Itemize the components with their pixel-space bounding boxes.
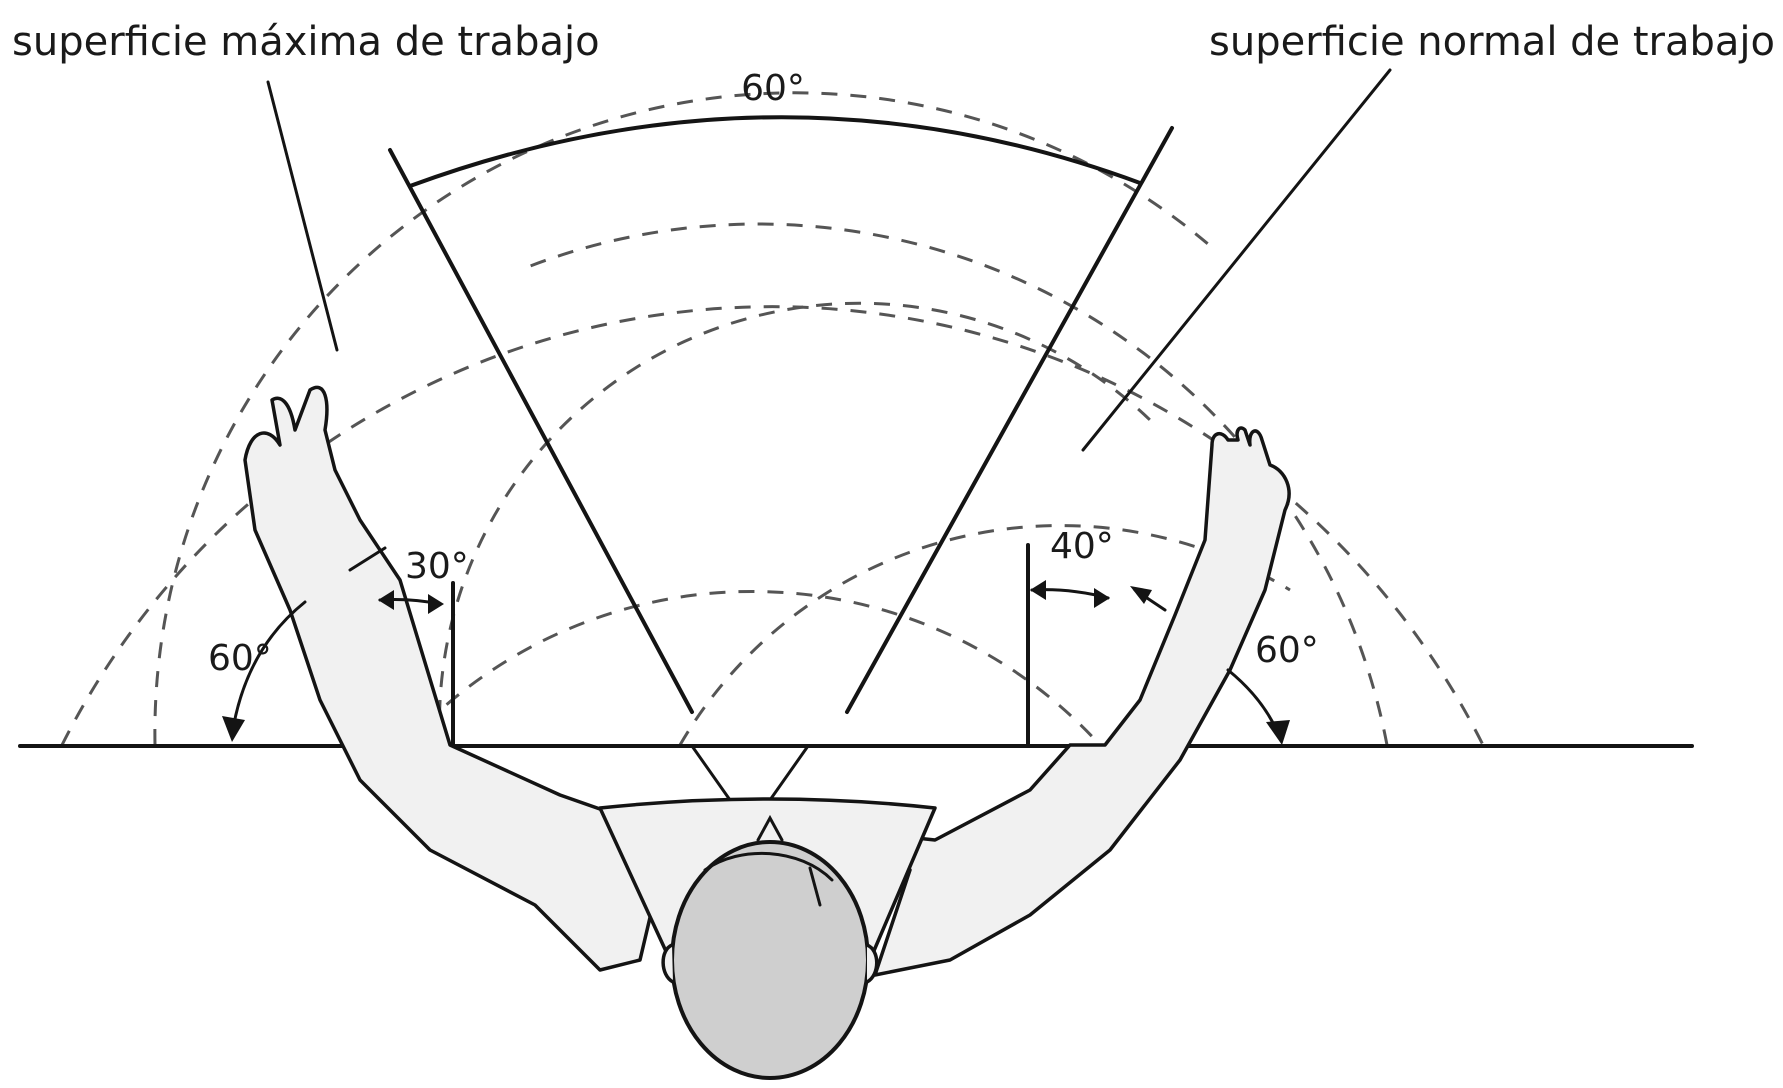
right-inner-arrowhead-b [1094, 588, 1110, 608]
label-right-outer-angle: 60° [1255, 630, 1319, 671]
left-arm-tick [348, 546, 387, 572]
label-left-outer-angle: 60° [208, 638, 272, 679]
normal-reach-arc-center [437, 301, 1152, 746]
max-reach-arc-outer [60, 305, 1485, 746]
label-max-surface: superficie máxima de trabajo [12, 19, 600, 65]
left-outer-angle-arc [230, 600, 307, 737]
max-reach-arc-right [519, 222, 1389, 746]
right-arm [838, 426, 1291, 977]
label-normal-surface: superficie normal de trabajo [1209, 19, 1775, 65]
label-left-inner-angle: 30° [405, 546, 469, 587]
sector-line-right [845, 126, 1174, 714]
nose [756, 814, 784, 842]
sector-line-left [388, 148, 694, 714]
left-inner-arrowhead-b [428, 594, 444, 614]
hair-parting [703, 851, 834, 907]
right-inner-arrowhead-c [1130, 586, 1152, 604]
max-reach-arc-left [153, 91, 1216, 746]
normal-reach-arc-left [403, 589, 1102, 747]
forward-sector [388, 115, 1174, 802]
person [243, 385, 1291, 1080]
sector-arc [408, 115, 1142, 188]
right-inner-arrowhead-a [1030, 580, 1046, 600]
ear-left [661, 943, 675, 984]
leader-max-surface [266, 80, 339, 352]
sector-lines-below-table [690, 744, 810, 802]
reach-arcs [60, 91, 1485, 747]
leader-normal-surface [1081, 68, 1392, 452]
left-outer-arrowhead [222, 716, 245, 742]
right-outer-arrowhead [1266, 720, 1290, 745]
label-right-inner-angle: 40° [1050, 526, 1114, 567]
normal-reach-arc-right [678, 524, 1291, 746]
label-top-angle: 60° [741, 68, 805, 109]
ear-right [865, 943, 879, 984]
head [670, 840, 870, 1080]
angle-markers [222, 546, 1290, 745]
left-inner-arrowhead-a [378, 590, 394, 610]
